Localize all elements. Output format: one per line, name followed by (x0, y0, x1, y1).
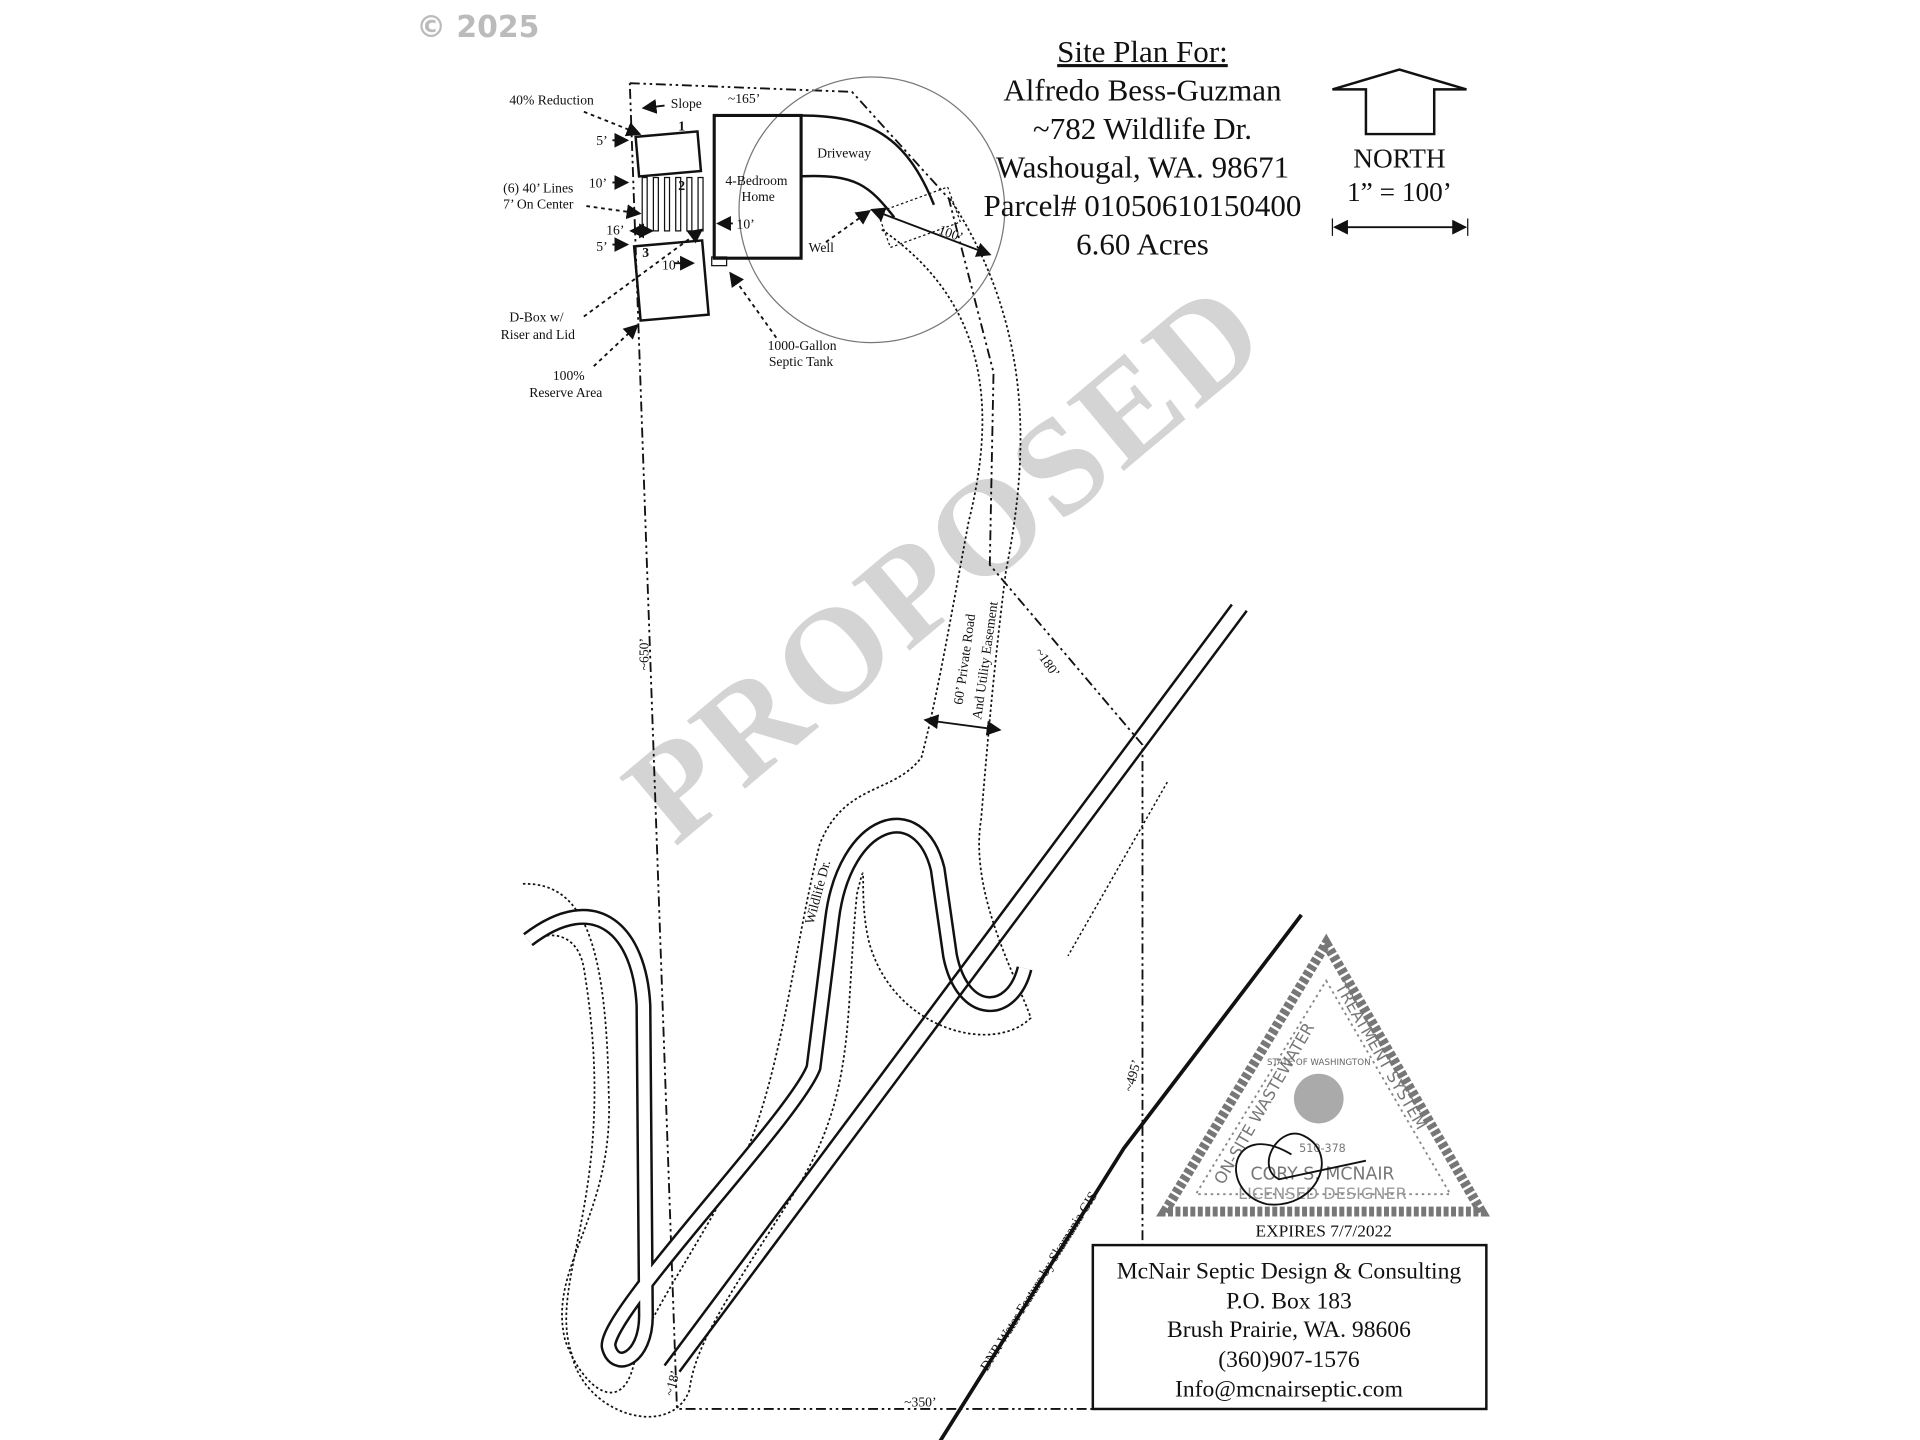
label-tank1: 1000-Gallon (768, 338, 837, 353)
company-phone: (360)907-1576 (1218, 1347, 1360, 1373)
company-po: P.O. Box 183 (1226, 1288, 1352, 1314)
label-lines1: (6) 40’ Lines (503, 180, 573, 196)
label-left-dim: ~650’ (636, 638, 651, 670)
label-n3: 3 (642, 245, 649, 260)
label-dbox2: Riser and Lid (501, 327, 575, 342)
label-five-bottom: 5’ (596, 239, 607, 254)
property-boundary (628, 82, 1144, 1410)
company-box: McNair Septic Design & Consulting P.O. B… (1091, 1243, 1488, 1411)
label-reserve1: 100% (553, 368, 585, 383)
dnr-water-line (938, 913, 1303, 1440)
easement-line-left (521, 228, 984, 1394)
label-diag-dim: ~180’ (1032, 645, 1063, 680)
label-top-dim: ~165’ (728, 91, 760, 106)
proposed-watermark: PROPOSED (596, 251, 1294, 871)
scale-label: 1” = 100’ (1347, 177, 1452, 207)
stamp-name: CORY S. MCNAIR (1250, 1164, 1394, 1184)
label-ten-left: 10’ (589, 175, 607, 190)
title-heading: Site Plan For: (1057, 34, 1228, 69)
site-city: Washougal, WA. 98671 (996, 150, 1289, 185)
home-footprint (712, 113, 803, 260)
label-ten-reserve: 10’ (662, 257, 680, 272)
stamp-role: LICENSED DESIGNER (1238, 1184, 1407, 1203)
stamp-number: 510-378 (1299, 1142, 1346, 1155)
label-corner-dim: ~18’ (662, 1369, 683, 1398)
label-reserve2: Reserve Area (529, 385, 602, 400)
label-right-dim: ~495’ (1121, 1058, 1144, 1093)
label-lines2: 7’ On Center (503, 197, 574, 212)
copyright: © 2025 (416, 10, 539, 45)
easement-line-right (533, 198, 1032, 1418)
label-home2: Home (742, 189, 775, 204)
label-ten-home: 10’ (737, 216, 755, 231)
label-bottom-dim: ~350’ (904, 1394, 936, 1409)
label-sixteen: 16’ (606, 223, 624, 238)
title-block: Site Plan For: Alfredo Bess-Guzman ~782 … (984, 34, 1302, 261)
stamp-outer-right: TREATMENT SYSTEM (1331, 979, 1431, 1133)
label-home1: 4-Bedroom (725, 173, 788, 188)
well-radius-circle (738, 76, 1006, 344)
label-reduction: 40% Reduction (509, 92, 594, 107)
company-name: McNair Septic Design & Consulting (1117, 1259, 1462, 1285)
company-email: Info@mcnairseptic.com (1175, 1377, 1403, 1403)
owner-name: Alfredo Bess-Guzman (1003, 73, 1282, 108)
site-address: ~782 Wildlife Dr. (1033, 111, 1252, 146)
parcel-number: Parcel# 01050610150400 (984, 188, 1302, 223)
label-n1: 1 (678, 118, 685, 133)
acreage: 6.60 Acres (1076, 226, 1209, 261)
label-n2: 2 (678, 178, 685, 193)
label-driveway: Driveway (817, 146, 871, 161)
label-dnr: DNR Water Feature by Skamania GIS (977, 1189, 1100, 1373)
label-well-dist: 100’ (937, 222, 966, 245)
north-arrow-icon (1332, 68, 1467, 136)
north-label: NORTH (1353, 144, 1445, 174)
label-well: Well (809, 240, 835, 255)
company-city: Brush Prairie, WA. 98606 (1167, 1317, 1411, 1343)
north-arrow: NORTH 1” = 100’ (1331, 68, 1469, 236)
stamp-state: STATE OF WASHINGTON (1267, 1058, 1371, 1068)
signature (1235, 1132, 1367, 1206)
dimension-arrows (583, 99, 1002, 736)
label-slope: Slope (671, 96, 702, 111)
stream-line (663, 603, 1248, 1373)
driveway-line (801, 114, 936, 219)
stamp-expires: EXPIRES 7/7/2022 (1255, 1221, 1391, 1240)
label-tank2: Septic Tank (769, 354, 834, 369)
label-five-top: 5’ (596, 133, 607, 148)
label-dbox1: D-Box w/ (509, 310, 563, 325)
wildlife-drive-road (523, 817, 1033, 1368)
designer-stamp: ON-SITE WASTEWATER TREATMENT SYSTEM STAT… (1156, 933, 1490, 1240)
